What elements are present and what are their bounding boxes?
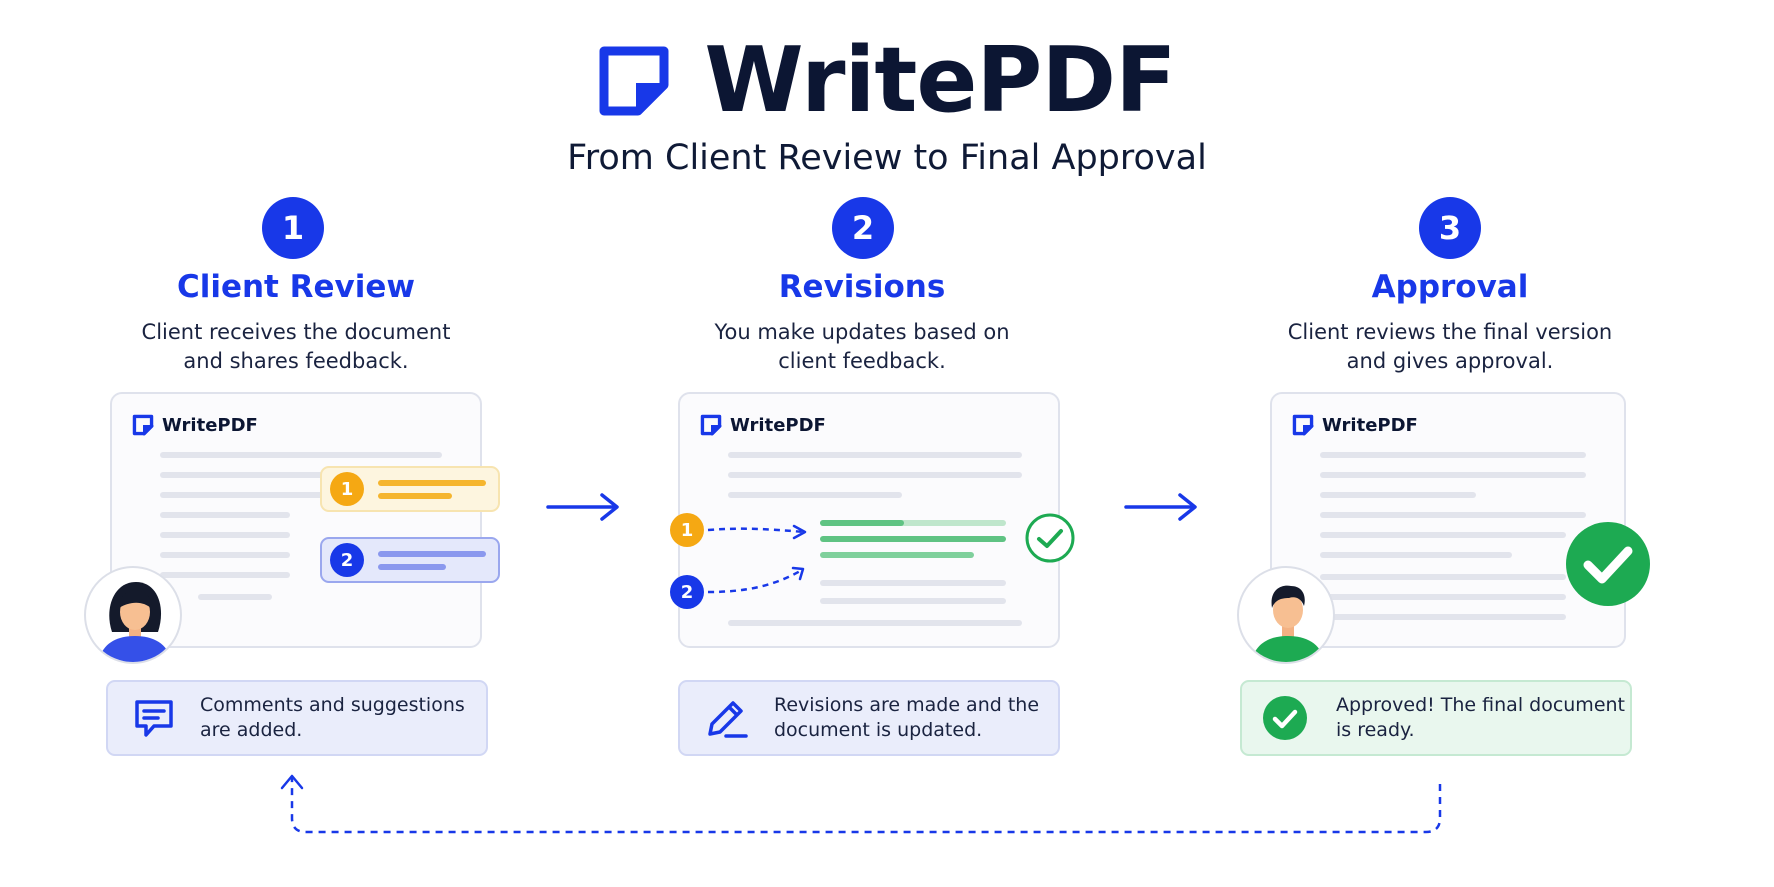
check-circle-outline-icon (1025, 513, 1075, 563)
info-box-revisions: Revisions are made and the document is u… (678, 680, 1060, 756)
writepdf-logo-icon (599, 46, 669, 116)
card-brand: WritePDF (132, 414, 258, 436)
step-title-revisions: Revisions (778, 269, 946, 305)
step-number-1: 1 (262, 197, 324, 259)
client-avatar-female (84, 566, 182, 664)
comment-icon (135, 700, 173, 737)
step-number-3: 3 (1419, 197, 1481, 259)
client-avatar-male (1237, 566, 1335, 664)
brand-title: WritePDF (704, 28, 1176, 133)
revision-badge-2: 2 (670, 575, 704, 609)
arrow-right-icon (546, 493, 619, 521)
check-circle-icon (1263, 696, 1307, 740)
step-number-2: 2 (832, 197, 894, 259)
comment-badge-2: 2 (330, 543, 364, 577)
feedback-loop-arrow (280, 774, 1442, 834)
pencil-icon (708, 701, 748, 738)
revision-connector-arrows (707, 524, 807, 594)
step-description-1: Client receives the document and shares … (141, 320, 451, 373)
step-title-approval: Approval (1371, 269, 1529, 305)
page-subtitle: From Client Review to Final Approval (567, 138, 1207, 178)
info-box-client-review: Comments and suggestions are added. (106, 680, 488, 756)
woman-avatar-icon (98, 582, 172, 662)
comment-note-1[interactable]: 1 (320, 466, 500, 512)
revision-badge-1: 1 (670, 513, 704, 547)
card-brand: WritePDF (700, 414, 826, 436)
arrow-right-icon (1124, 493, 1197, 521)
step-description-2: You make updates based on client feedbac… (714, 320, 1010, 373)
writepdf-mini-logo-icon (132, 414, 154, 436)
step-description-3: Client reviews the final version and giv… (1287, 320, 1613, 373)
card-brand: WritePDF (1292, 414, 1418, 436)
comment-note-2[interactable]: 2 (320, 537, 500, 583)
brand-header: WritePDF (0, 36, 1774, 126)
info-box-approval: Approved! The final document is ready. (1240, 680, 1632, 756)
approved-check-icon (1566, 522, 1650, 606)
writepdf-mini-logo-icon (1292, 414, 1314, 436)
document-card-revisions: WritePDF (678, 392, 1060, 648)
comment-badge-1: 1 (330, 472, 364, 506)
step-title-client-review: Client Review (176, 269, 416, 305)
man-avatar-icon (1251, 585, 1325, 662)
writepdf-mini-logo-icon (700, 414, 722, 436)
